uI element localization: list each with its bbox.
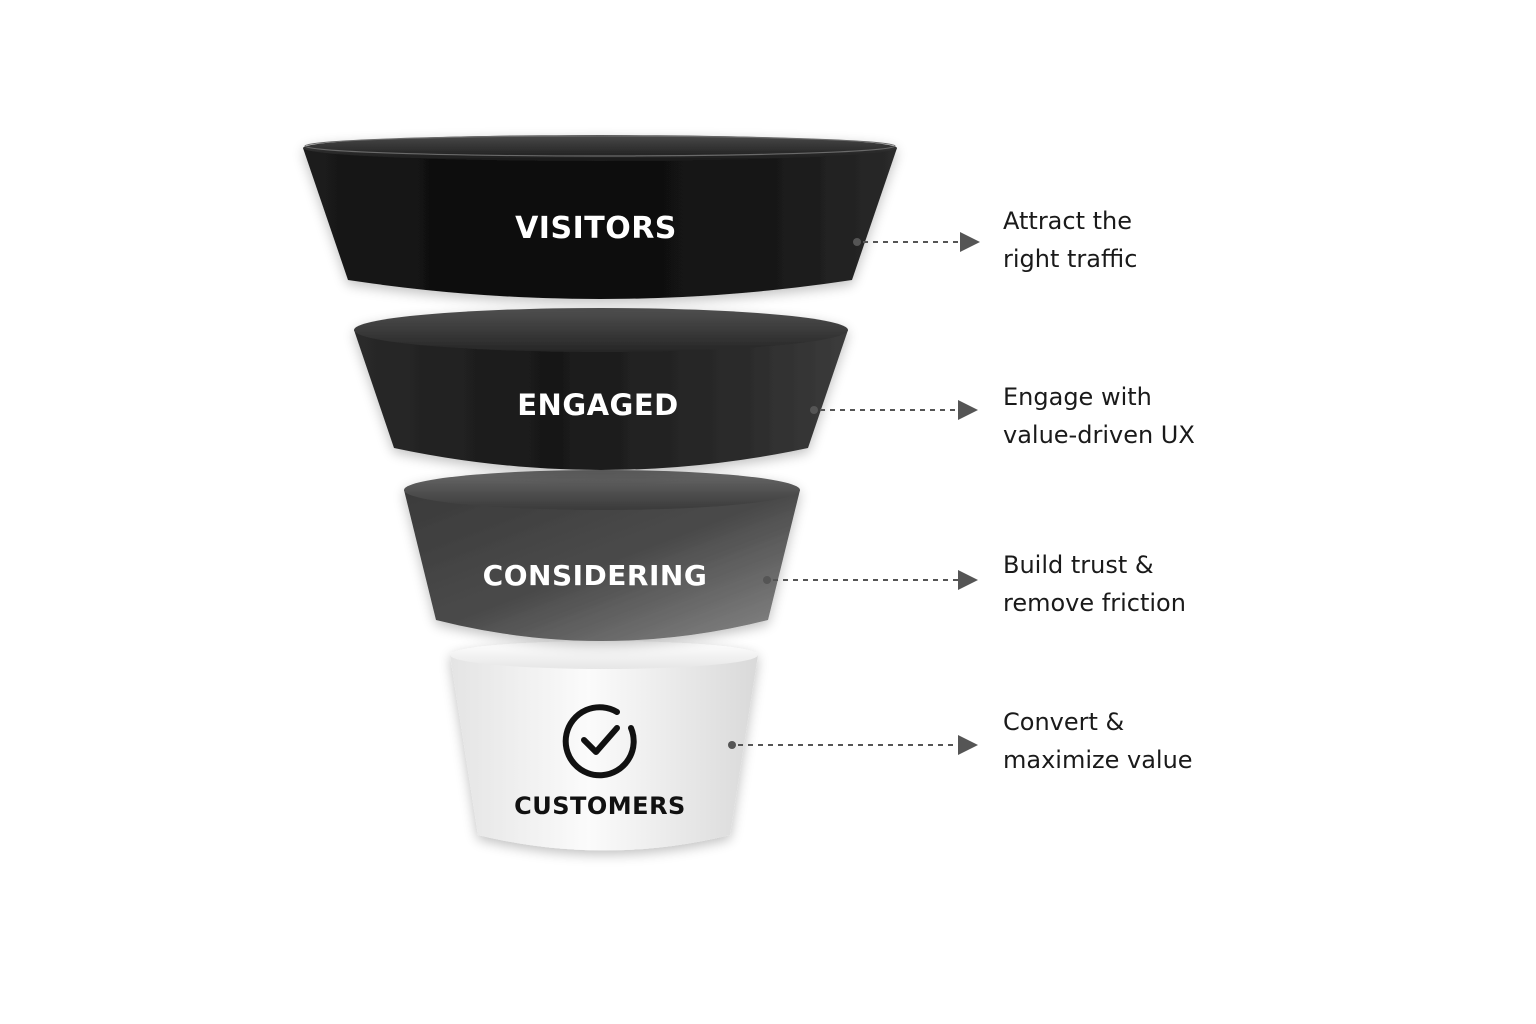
stage-customers [450,641,758,851]
description-line: value-driven UX [1003,421,1195,449]
connector-dot [763,576,771,584]
description-line: maximize value [1003,746,1193,774]
stage-label-considering: CONSIDERING [483,559,708,592]
stage-considering-body [404,490,800,641]
stage-visitors-rim [304,135,896,157]
description-line: Convert & [1003,708,1125,736]
description-line: Engage with [1003,383,1152,411]
stage-engaged-body [354,330,848,470]
description-considering: Build trust & remove friction [1003,546,1263,622]
description-customers: Convert & maximize value [1003,703,1263,779]
connector-engaged [810,400,978,420]
stage-engaged [354,308,848,470]
check-circle-icon [562,704,637,779]
connector-dot [810,406,818,414]
description-visitors: Attract the right traffic [1003,202,1263,278]
stage-visitors-body [303,148,897,299]
stage-considering-top [404,470,800,510]
connector-considering [763,570,978,590]
connector-dot [728,741,736,749]
stage-customers-top [450,641,758,669]
description-line: right traffic [1003,245,1138,273]
description-engaged: Engage with value-driven UX [1003,378,1263,454]
stage-label-customers: CUSTOMERS [514,792,686,820]
connector-visitors [853,232,980,252]
stage-customers-body [450,655,758,851]
description-line: Attract the [1003,207,1133,235]
description-line: Build trust & [1003,551,1154,579]
connector-dot [853,238,861,246]
stage-engaged-top [354,308,848,352]
description-line: remove friction [1003,589,1186,617]
stage-visitors [303,135,897,299]
connector-customers [728,735,978,755]
stage-label-visitors: VISITORS [515,211,677,246]
stage-considering [404,470,800,641]
stage-label-engaged: ENGAGED [517,388,679,422]
